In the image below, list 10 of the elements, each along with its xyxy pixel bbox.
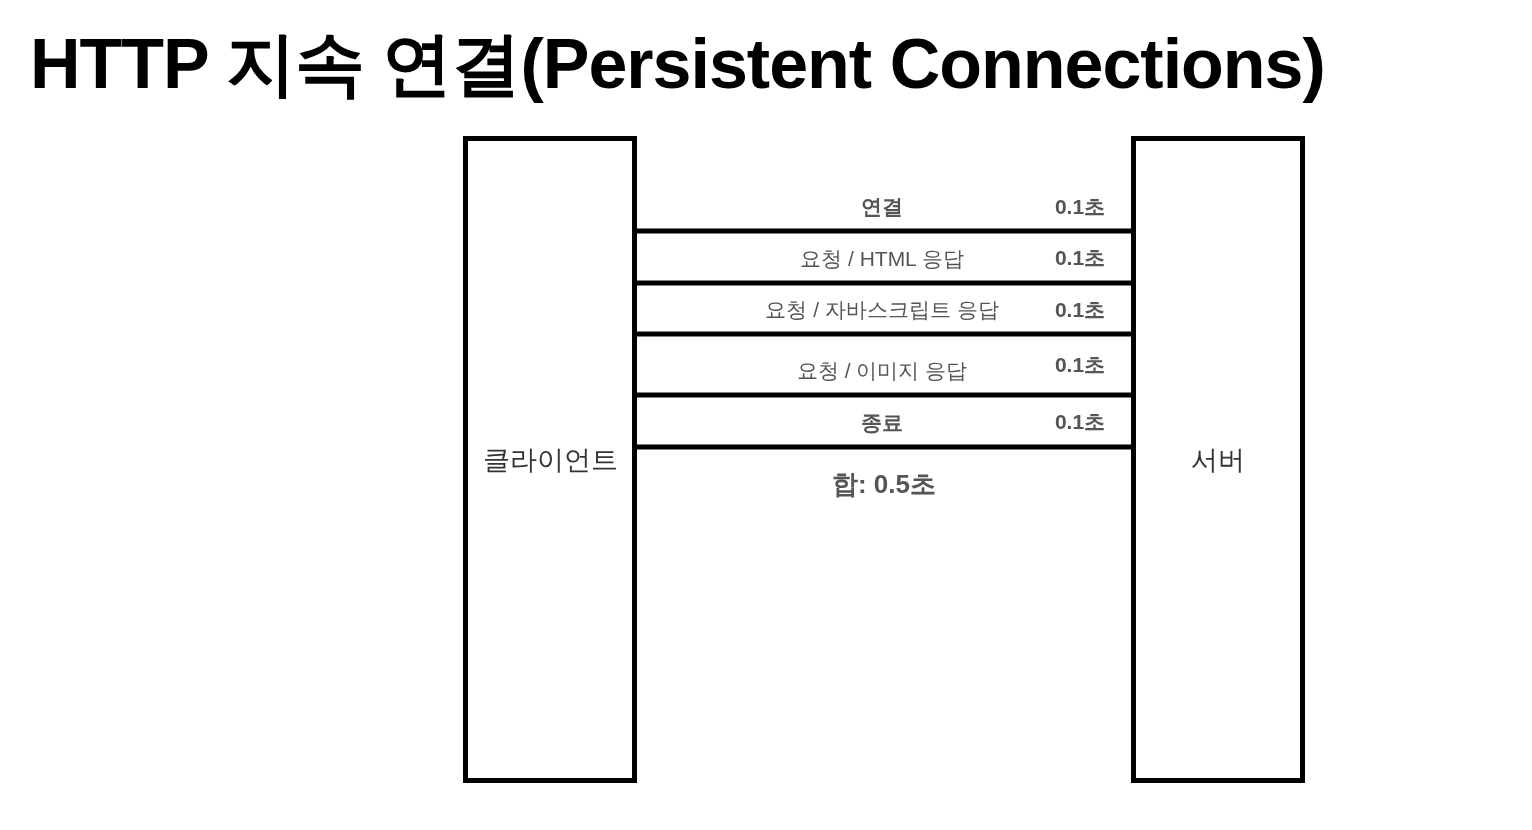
box-label: 서버 [1191,443,1245,477]
connector-line [637,228,1131,234]
connector-line [637,331,1131,337]
lifeline-box [463,136,637,783]
title: HTTP 지속 연결(Persistent Connections) [30,24,1325,105]
connector-line [637,392,1131,398]
lifeline-box [1131,136,1305,783]
box-label: 클라이언트 [482,443,618,477]
connector-line [637,280,1131,286]
connector-line [637,444,1131,450]
